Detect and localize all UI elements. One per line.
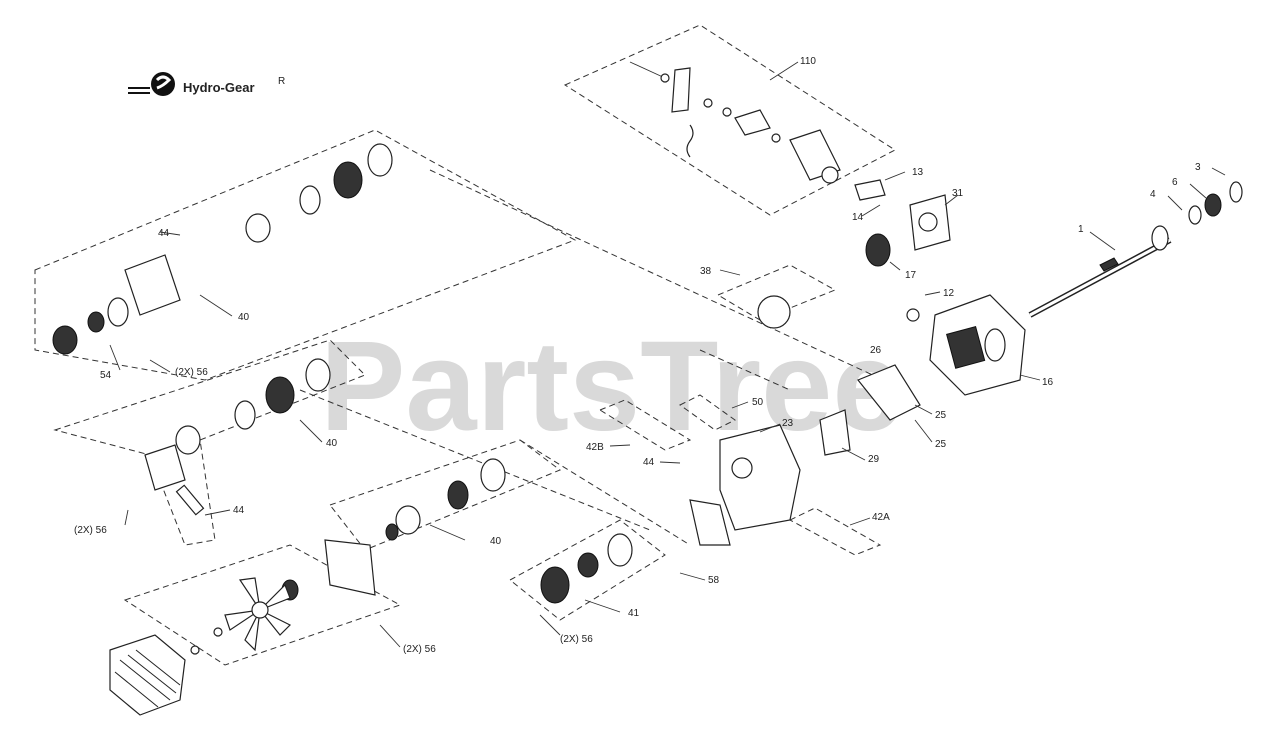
callout-26: 26 bbox=[870, 345, 882, 356]
hydro-gear-logo-icon bbox=[128, 72, 175, 96]
callout-56-right: (2X) 56 bbox=[560, 634, 593, 645]
callout-16: 16 bbox=[1042, 377, 1054, 388]
plate-31 bbox=[909, 194, 951, 251]
assembly-outline-42a bbox=[788, 507, 882, 556]
callout-38: 38 bbox=[700, 266, 712, 277]
callout-44-center: 44 bbox=[643, 457, 655, 468]
assembly-link-line-d bbox=[519, 439, 691, 546]
callout-40-mid: 40 bbox=[326, 438, 338, 449]
callout-56-left: (2X) 56 bbox=[74, 525, 107, 536]
lower-pump-parts bbox=[324, 458, 506, 596]
cylinder-block-38 bbox=[757, 295, 791, 329]
assembly-outline-fan bbox=[123, 544, 402, 666]
callout-12: 12 bbox=[943, 288, 955, 299]
callout-3: 3 bbox=[1195, 162, 1201, 173]
fan-and-cover bbox=[109, 577, 299, 716]
end-cap-23 bbox=[719, 424, 801, 531]
callout-4: 4 bbox=[1150, 189, 1156, 200]
callout-23: 23 bbox=[782, 418, 794, 429]
input-shaft-assembly bbox=[1028, 181, 1243, 318]
assembly-link-line-b bbox=[429, 169, 906, 391]
callout-40-upper: 40 bbox=[238, 312, 250, 323]
callout-42a: 42A bbox=[872, 512, 890, 523]
assembly-outline-38 bbox=[716, 264, 837, 321]
callout-50: 50 bbox=[752, 397, 764, 408]
assembly-outline-110 bbox=[563, 24, 896, 216]
callout-110: 110 bbox=[800, 56, 816, 67]
callout-56-upper: (2X) 56 bbox=[175, 367, 208, 378]
mid-pump-parts bbox=[144, 358, 331, 516]
assembly-link-line-c bbox=[699, 349, 791, 391]
callout-58: 58 bbox=[708, 575, 720, 586]
callout-44-lower: 44 bbox=[233, 505, 245, 516]
callout-13: 13 bbox=[912, 167, 924, 178]
callout-44-upper: 44 bbox=[158, 228, 170, 239]
housing-16 bbox=[929, 294, 1026, 396]
lever-assembly-parts bbox=[629, 61, 886, 201]
callout-25-lower: 25 bbox=[935, 439, 947, 450]
callout-1: 1 bbox=[1078, 224, 1084, 235]
assembly-outline-50 bbox=[679, 394, 736, 431]
assembly-outline-41 bbox=[509, 519, 666, 621]
plate-29 bbox=[819, 409, 851, 456]
callout-17: 17 bbox=[905, 270, 917, 281]
assembly-link-line-a bbox=[299, 389, 651, 531]
callout-56-fan: (2X) 56 bbox=[403, 644, 436, 655]
bracket-44 bbox=[689, 499, 731, 546]
end-cap-port bbox=[731, 457, 753, 479]
callout-41: 41 bbox=[628, 608, 640, 619]
brand-name: Hydro-Gear bbox=[183, 80, 255, 95]
assembly-outline-40-lower bbox=[329, 439, 562, 551]
brand-registered-mark: R bbox=[278, 76, 285, 87]
callout-40-lower: 40 bbox=[490, 536, 502, 547]
watermark: PartsTree bbox=[320, 315, 904, 458]
assembly-outline-42b bbox=[598, 399, 692, 451]
charge-pump-41-parts bbox=[540, 533, 633, 604]
leader-lines bbox=[109, 61, 1226, 648]
callout-14: 14 bbox=[852, 212, 864, 223]
assembly-outline-upper-pump bbox=[34, 129, 577, 381]
callout-54: 54 bbox=[100, 370, 112, 381]
callout-31: 31 bbox=[952, 188, 964, 199]
part-12 bbox=[906, 308, 920, 322]
gasket-25 bbox=[857, 364, 921, 421]
callout-29: 29 bbox=[868, 454, 880, 465]
upper-pump-parts bbox=[52, 143, 393, 355]
callout-25-upper: 25 bbox=[935, 410, 947, 421]
bearing-17 bbox=[865, 233, 891, 267]
callout-42b: 42B bbox=[586, 442, 604, 453]
callout-6: 6 bbox=[1172, 177, 1178, 188]
